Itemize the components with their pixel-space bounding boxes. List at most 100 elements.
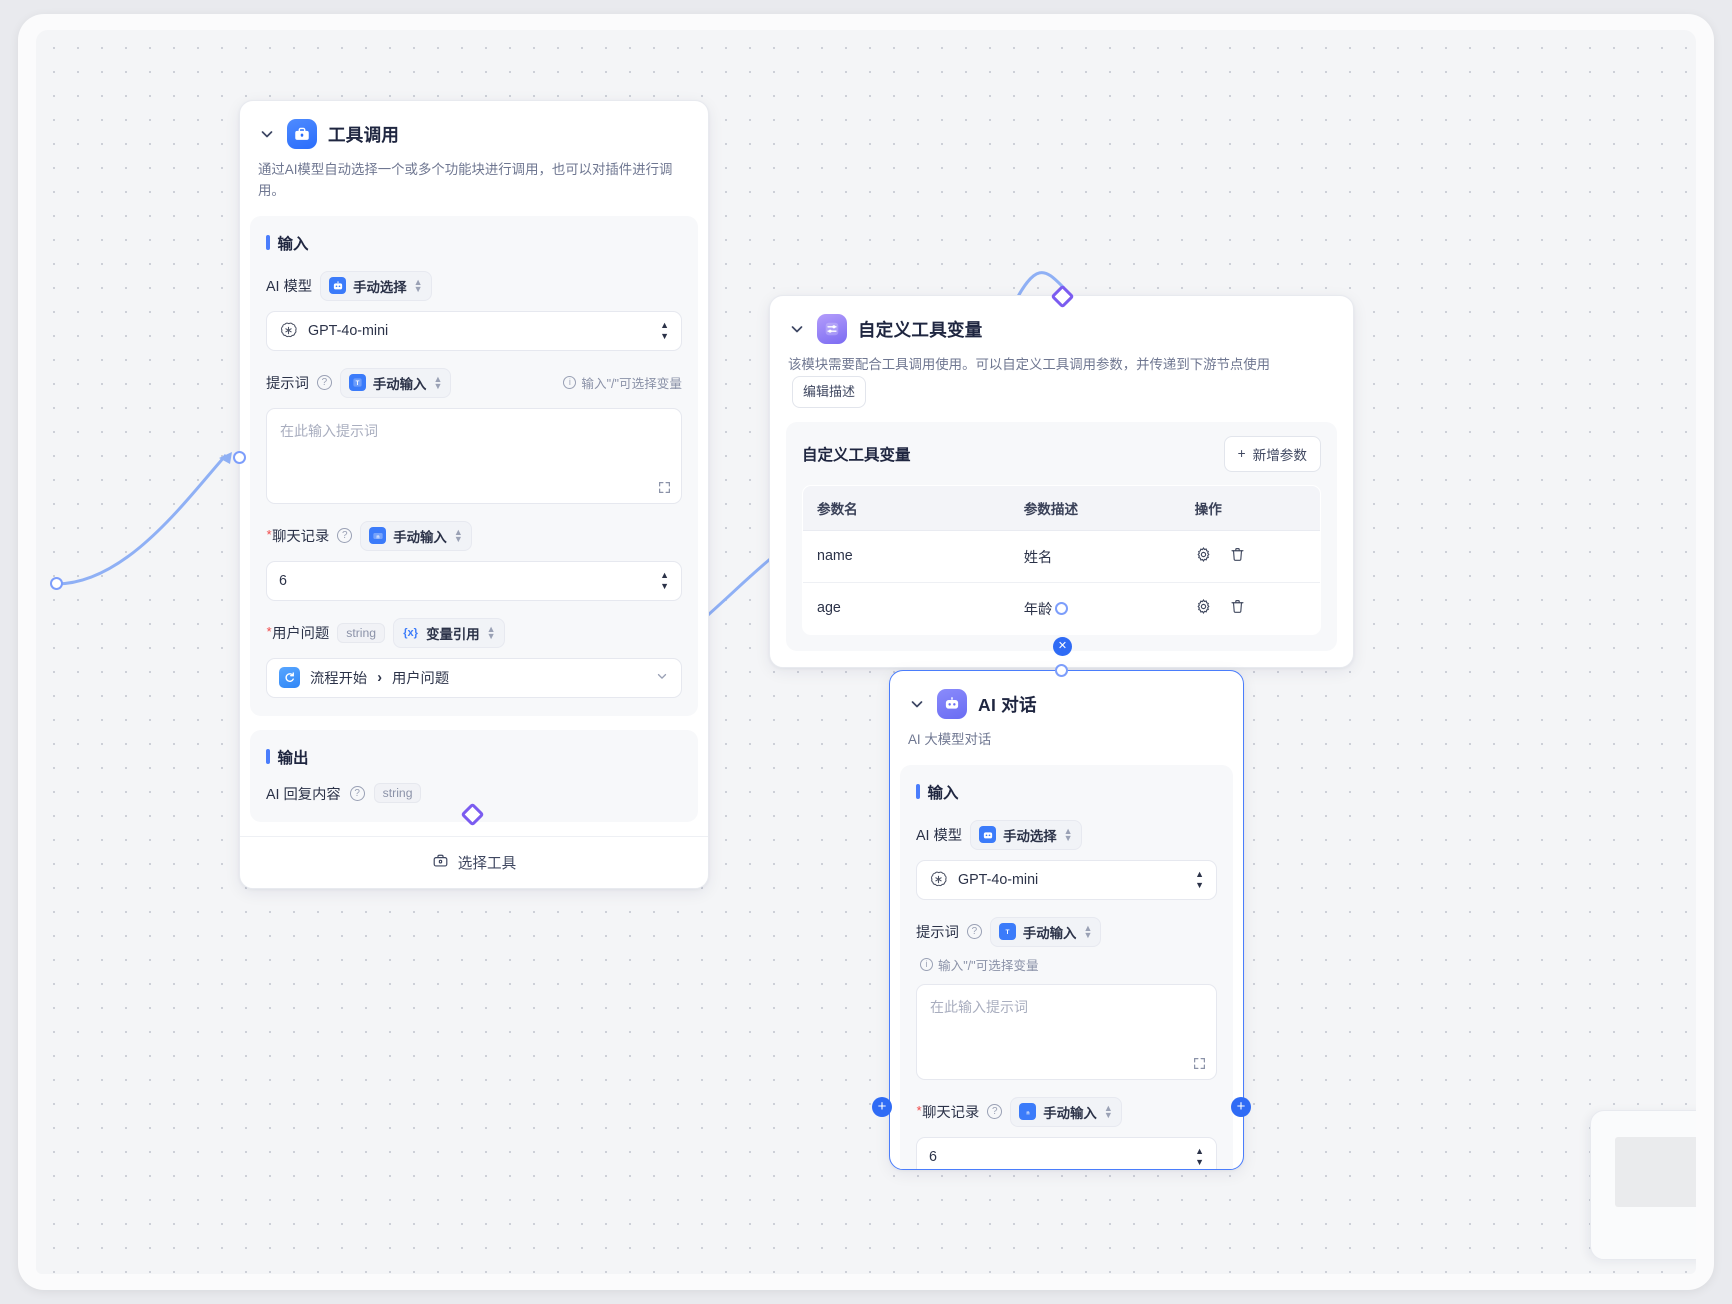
ai-model-mode-picker[interactable]: 手动选择 ▲▼ bbox=[970, 819, 1082, 850]
number-mini-icon: n bbox=[369, 527, 387, 545]
chat-history-number-input[interactable]: 6 ▲▼ bbox=[916, 1136, 1217, 1169]
node-title: 工具调用 bbox=[328, 124, 400, 145]
model-select-chevrons-icon: ▲▼ bbox=[660, 320, 669, 342]
prompt-label: 提示词 bbox=[916, 925, 959, 942]
expand-icon[interactable] bbox=[658, 481, 671, 494]
prompt-mode-picker[interactable]: T 手动输入 ▲▼ bbox=[339, 367, 452, 398]
field-chat-history: *聊天记录 ? n 手动输入 ▲▼ 6 bbox=[916, 1096, 1217, 1169]
prompt-placeholder: 在此输入提示词 bbox=[930, 998, 1028, 1015]
side-panel-placeholder-block bbox=[1615, 1137, 1696, 1207]
ai-model-label: AI 模型 bbox=[266, 279, 313, 296]
svg-text:n: n bbox=[1026, 1110, 1029, 1116]
workflow-canvas[interactable]: 工具调用 通过AI模型自动选择一个或多个功能块进行调用，也可以对插件进行调用。 … bbox=[36, 30, 1696, 1274]
param-table: 参数名 参数描述 操作 name 姓名 bbox=[802, 484, 1321, 635]
delete-edge-icon[interactable]: ✕ bbox=[1053, 637, 1072, 656]
node-description: 该模块需要配合工具调用使用。可以自定义工具调用参数，并传递到下游节点使用 bbox=[788, 357, 1271, 372]
node-ai-chat[interactable]: AI 对话 AI 大模型对话 输入 AI 模型 bbox=[889, 670, 1244, 1170]
number-stepper[interactable]: ▲▼ bbox=[660, 570, 669, 592]
custom-tool-variable-output-handle[interactable] bbox=[1055, 602, 1068, 615]
ai-model-value: GPT-4o-mini bbox=[958, 871, 1039, 888]
node-tool-call[interactable]: 工具调用 通过AI模型自动选择一个或多个功能块进行调用，也可以对插件进行调用。 … bbox=[233, 100, 709, 889]
collapse-chevron-icon[interactable] bbox=[908, 695, 926, 713]
output-section-title: 输出 bbox=[266, 746, 682, 768]
select-tool-button[interactable]: 选择工具 bbox=[240, 835, 708, 888]
node-title: 自定义工具变量 bbox=[858, 319, 983, 340]
ai-model-mode-label: 手动选择 bbox=[353, 279, 407, 295]
trash-icon[interactable] bbox=[1229, 546, 1246, 567]
variable-mini-icon: {x} bbox=[403, 626, 418, 639]
input-section-title: 输入 bbox=[916, 781, 1217, 803]
ai-chat-right-add-handle[interactable]: + bbox=[1231, 1097, 1251, 1117]
chat-history-value: 6 bbox=[279, 572, 287, 589]
help-icon[interactable]: ? bbox=[337, 528, 353, 544]
prompt-mode-picker[interactable]: T 手动输入 ▲▼ bbox=[989, 916, 1102, 947]
ai-model-select[interactable]: GPT-4o-mini ▲▼ bbox=[266, 310, 682, 351]
ai-chat-input-section: 输入 AI 模型 手动选择 ▲▼ bbox=[900, 764, 1233, 1169]
edit-description-button[interactable]: 编辑描述 bbox=[792, 375, 867, 408]
flow-start-icon bbox=[279, 667, 300, 689]
node-tool-call-header: 工具调用 通过AI模型自动选择一个或多个功能块进行调用，也可以对插件进行调用。 bbox=[240, 101, 708, 202]
expand-icon[interactable] bbox=[1193, 1057, 1206, 1070]
collapse-chevron-icon[interactable] bbox=[258, 125, 276, 143]
info-icon: i bbox=[563, 376, 577, 390]
help-icon[interactable]: ? bbox=[316, 375, 332, 391]
custom-tool-variable-panel: 自定义工具变量 + 新增参数 参数名 参数描述 操作 bbox=[786, 421, 1337, 651]
text-mini-icon: T bbox=[998, 923, 1016, 941]
collapse-chevron-icon[interactable] bbox=[788, 320, 806, 338]
output-type-tag: string bbox=[373, 783, 422, 804]
section-accent-bar bbox=[266, 749, 270, 765]
param-desc-cell: 年龄 bbox=[1023, 601, 1053, 618]
ai-model-mode-picker[interactable]: 手动选择 ▲▼ bbox=[320, 270, 432, 301]
ai-chat-left-add-handle[interactable]: + bbox=[872, 1097, 892, 1117]
prompt-textarea[interactable]: 在此输入提示词 bbox=[916, 983, 1217, 1080]
chevron-down-icon[interactable] bbox=[655, 669, 669, 687]
chat-history-mode-picker[interactable]: n 手动输入 ▲▼ bbox=[360, 520, 472, 551]
chat-history-label: *聊天记录 bbox=[266, 527, 330, 546]
info-icon: i bbox=[920, 957, 933, 971]
param-actions-cell bbox=[1180, 530, 1320, 583]
required-asterisk: * bbox=[266, 624, 272, 640]
user-question-variable-select[interactable]: 流程开始 › 用户问题 bbox=[266, 657, 682, 698]
gear-icon[interactable] bbox=[1195, 598, 1212, 619]
model-select-chevrons-icon: ▲▼ bbox=[1195, 869, 1204, 891]
user-question-mode-picker[interactable]: {x} 变量引用 ▲▼ bbox=[393, 617, 505, 648]
add-param-button[interactable]: + 新增参数 bbox=[1223, 435, 1321, 472]
gear-icon[interactable] bbox=[1195, 546, 1212, 567]
field-ai-model: AI 模型 手动选择 ▲▼ bbox=[916, 819, 1217, 900]
table-row[interactable]: name 姓名 bbox=[803, 530, 1320, 583]
number-stepper[interactable]: ▲▼ bbox=[1195, 1146, 1204, 1168]
chevron-updown-icon: ▲▼ bbox=[413, 276, 423, 294]
ai-model-value: GPT-4o-mini bbox=[308, 322, 389, 339]
help-icon[interactable]: ? bbox=[349, 785, 365, 801]
ai-model-select[interactable]: GPT-4o-mini ▲▼ bbox=[916, 859, 1217, 900]
user-question-label: *用户问题 bbox=[266, 624, 330, 643]
ai-chat-input-handle[interactable] bbox=[1055, 664, 1068, 677]
ref-node-name: 流程开始 bbox=[310, 671, 368, 688]
col-param-name: 参数名 bbox=[803, 485, 1010, 531]
table-row[interactable]: age 年龄 bbox=[803, 582, 1320, 634]
trash-icon[interactable] bbox=[1229, 598, 1246, 619]
canvas-edge-source-handle[interactable] bbox=[50, 577, 63, 590]
help-icon[interactable]: ? bbox=[987, 1104, 1003, 1120]
chat-history-mode-label: 手动输入 bbox=[393, 529, 447, 545]
col-param-desc: 参数描述 bbox=[1009, 485, 1181, 531]
col-actions: 操作 bbox=[1180, 485, 1320, 531]
side-panel-stub[interactable] bbox=[1590, 1110, 1696, 1260]
panel-title: 自定义工具变量 bbox=[802, 446, 911, 464]
node-description: AI 大模型对话 bbox=[908, 732, 992, 747]
chat-history-mode-picker[interactable]: n 手动输入 ▲▼ bbox=[1010, 1096, 1122, 1127]
node-title: AI 对话 bbox=[978, 694, 1037, 715]
chevron-updown-icon: ▲▼ bbox=[1063, 825, 1073, 843]
help-icon[interactable]: ? bbox=[966, 924, 982, 940]
prompt-textarea[interactable]: 在此输入提示词 bbox=[266, 407, 682, 504]
chat-history-number-input[interactable]: 6 ▲▼ bbox=[266, 560, 682, 601]
robot-mini-icon bbox=[979, 826, 997, 844]
node-description: 通过AI模型自动选择一个或多个功能块进行调用，也可以对插件进行调用。 bbox=[258, 162, 673, 198]
window-frame: 工具调用 通过AI模型自动选择一个或多个功能块进行调用，也可以对插件进行调用。 … bbox=[18, 14, 1714, 1290]
node-tool-call-input-handle[interactable] bbox=[233, 451, 246, 464]
param-desc-cell: 姓名 bbox=[1009, 530, 1181, 583]
section-accent-bar bbox=[916, 784, 920, 800]
svg-text:T: T bbox=[1005, 929, 1009, 936]
prompt-placeholder: 在此输入提示词 bbox=[280, 422, 378, 439]
input-section-title: 输入 bbox=[266, 232, 682, 254]
